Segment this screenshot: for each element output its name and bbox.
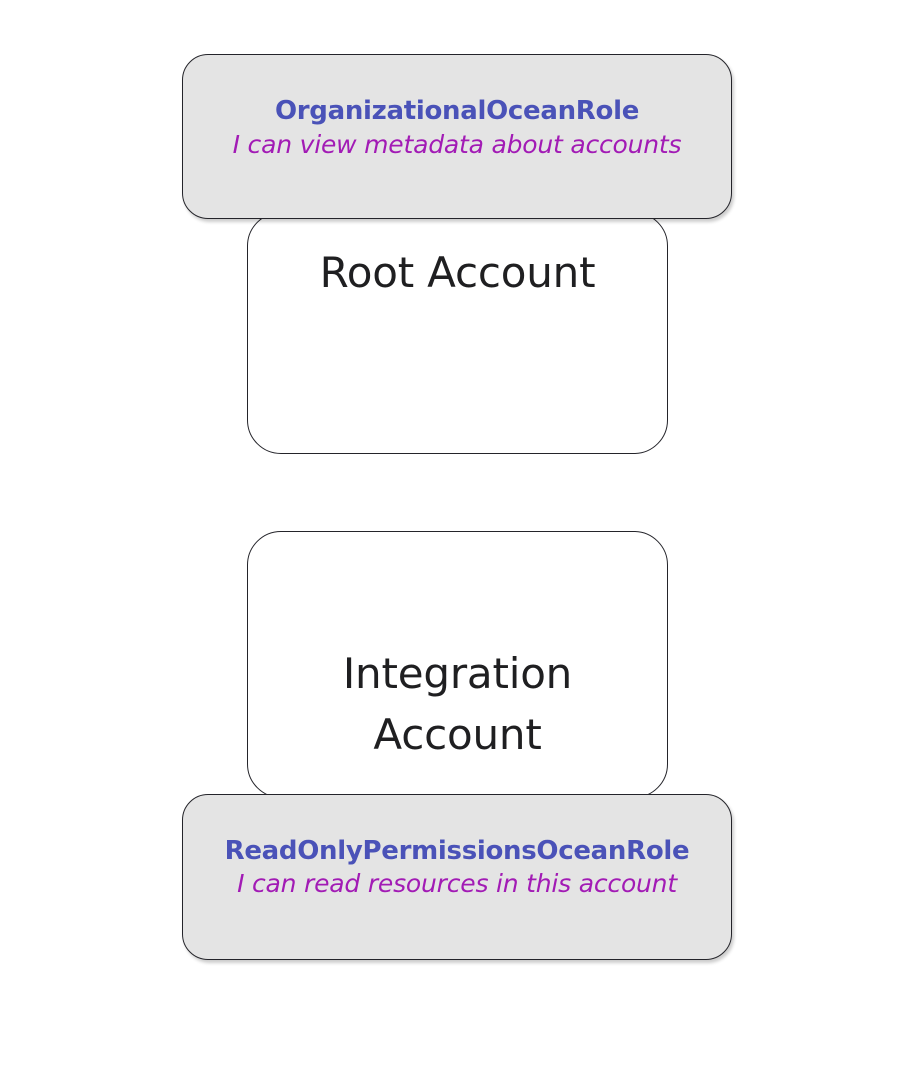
role-description-readonly-permissions-ocean-role: I can read resources in this account xyxy=(237,869,677,899)
role-text-stack: ReadOnlyPermissionsOceanRole I can read … xyxy=(224,835,690,900)
role-badge-organizational-ocean-role[interactable]: OrganizationalOceanRole I can view metad… xyxy=(182,54,732,219)
role-description-organizational-ocean-role: I can view metadata about accounts xyxy=(232,129,682,159)
role-title-organizational-ocean-role: OrganizationalOceanRole xyxy=(274,96,640,127)
account-box-integration[interactable]: Integration Account xyxy=(247,531,668,798)
role-title-readonly-permissions-ocean-role: ReadOnlyPermissionsOceanRole xyxy=(224,835,690,866)
account-box-root[interactable]: Root Account xyxy=(247,212,668,454)
role-text-stack: OrganizationalOceanRole I can view metad… xyxy=(232,96,682,160)
account-label-integration: Integration Account xyxy=(342,649,573,759)
role-badge-readonly-permissions-ocean-role[interactable]: ReadOnlyPermissionsOceanRole I can read … xyxy=(182,794,732,960)
account-label-root: Root Account xyxy=(319,248,596,297)
